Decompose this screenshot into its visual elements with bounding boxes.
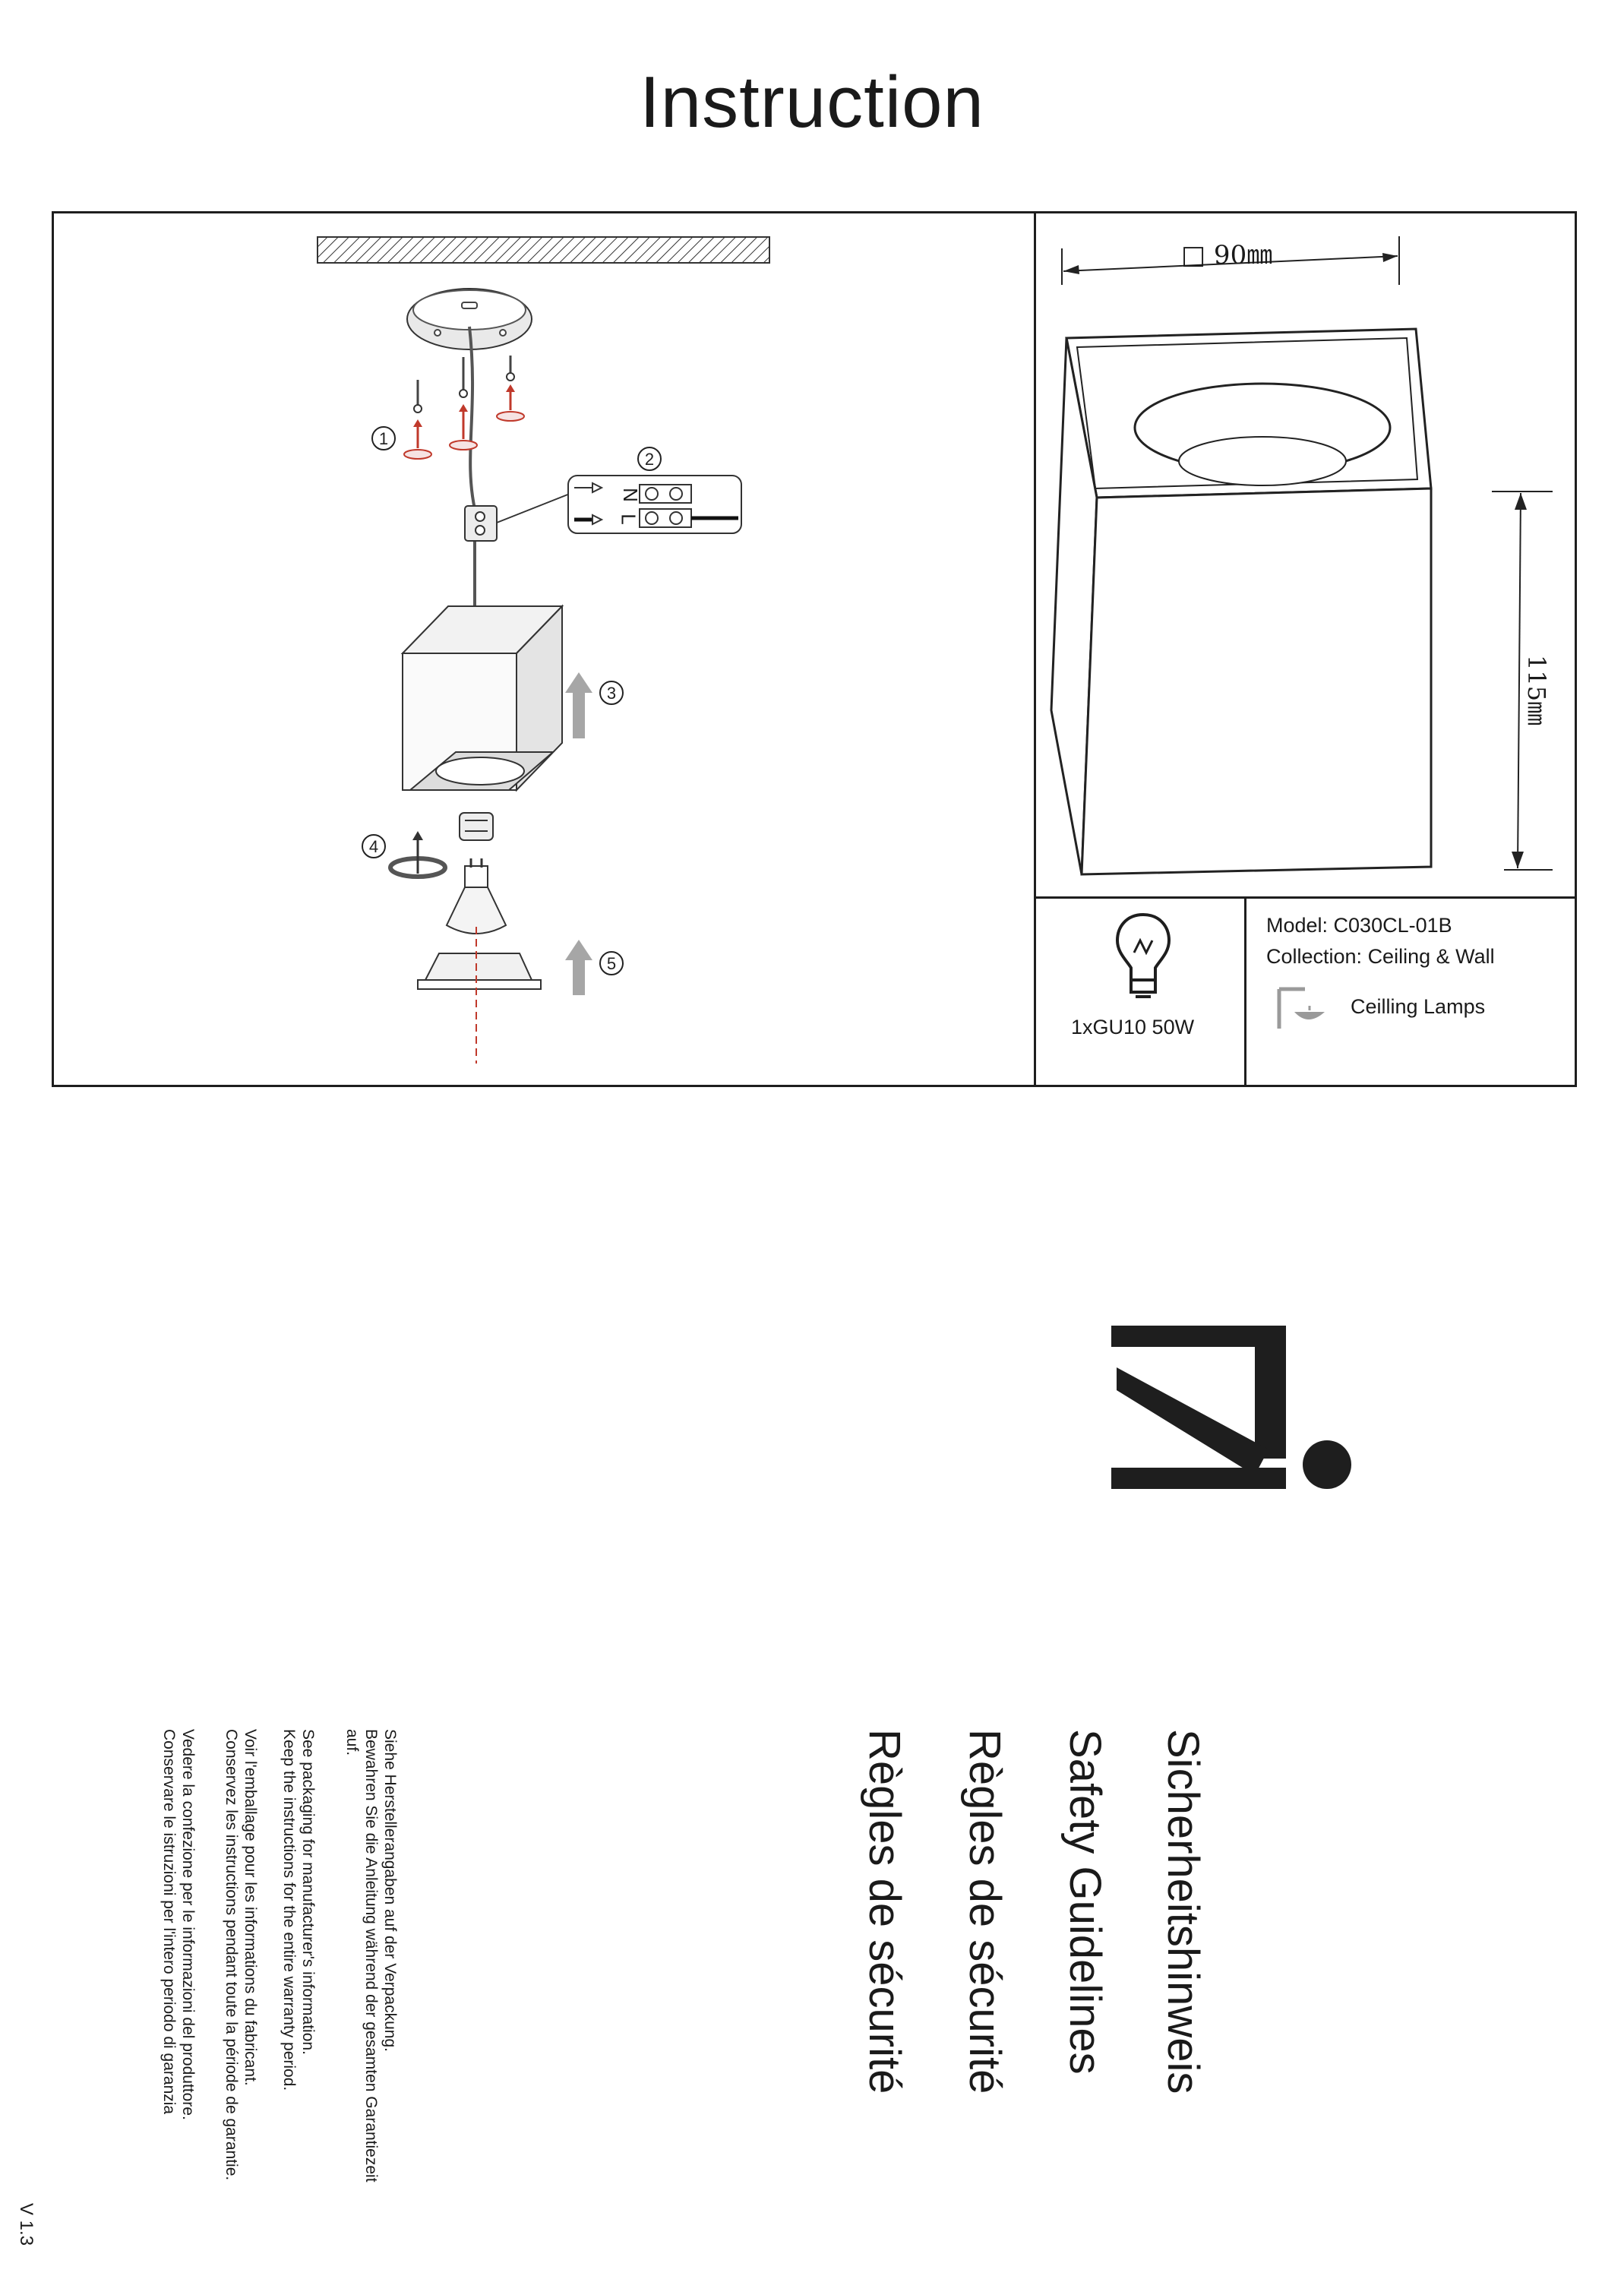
height-dimension-label: 115㎜ (1522, 655, 1551, 726)
gu10-bulb (445, 858, 507, 934)
divider-vertical-main (1034, 211, 1036, 1087)
step-3-arrow (565, 672, 592, 738)
lamp-body (400, 604, 564, 792)
safety-text-de-line-3: auf. (343, 1729, 361, 1756)
width-dimension-label: □ 90㎜ (1181, 240, 1273, 270)
safety-text-en-line-1: See packaging for manufacturer's informa… (299, 1729, 317, 2055)
safety-text-fr-line-1: Voir l'emballage pour les informations d… (242, 1729, 259, 2086)
terminal-label-n: N (618, 488, 642, 502)
safety-heading-fr: Règles de sécurité (960, 1729, 1009, 2094)
safety-heading-fr-2: Règles de sécurité (860, 1729, 909, 2094)
screws (403, 356, 525, 460)
divider-vertical-spec (1244, 896, 1246, 1087)
version-label: V 1.3 (16, 2203, 36, 2246)
lamp-holder (459, 812, 494, 841)
brand-logo (1111, 1326, 1351, 1489)
bezel-ring (417, 953, 542, 990)
terminal-block (464, 493, 570, 542)
ceiling-lamp-icon (1277, 987, 1325, 1029)
svg-text:3: 3 (607, 684, 616, 703)
svg-text:4: 4 (369, 837, 378, 856)
safety-text-it: Vedere la confezione per le informazioni… (160, 1729, 197, 2120)
power-cable (468, 326, 476, 623)
cube-front-face (1080, 487, 1433, 876)
safety-heading-de: Sicherheitshinweis (1158, 1729, 1208, 2094)
svg-text:1: 1 (379, 429, 388, 448)
model-text: Model: C030CL-01B (1266, 914, 1452, 937)
ceiling-hatch (317, 236, 770, 264)
collection-text: Collection: Ceiling & Wall (1266, 945, 1495, 968)
bulb-spec: 1xGU10 50W (1071, 1016, 1195, 1038)
step-4-rotate (388, 831, 447, 879)
safety-text-de: Siehe Herstellerangaben auf der Verpacku… (343, 1729, 400, 2183)
safety-text-de-line-1: Siehe Herstellerangaben auf der Verpacku… (381, 1729, 399, 2052)
svg-text:5: 5 (607, 954, 616, 973)
assembly-diagram: 1 2 3 (317, 236, 770, 1064)
terminal-label-l: L (617, 514, 640, 525)
wiring-callout (567, 475, 742, 534)
step-5-arrow (565, 940, 592, 995)
instruction-frame (52, 211, 1577, 1087)
divider-horizontal-spec (1034, 896, 1577, 899)
svg-text:2: 2 (645, 450, 654, 469)
category-text: Ceilling Lamps (1351, 995, 1486, 1018)
product-dimension-drawing (1050, 236, 1553, 876)
page-title: Instruction (640, 62, 984, 143)
safety-text-fr: Voir l'emballage pour les informations d… (222, 1729, 260, 2180)
bulb-icon (1115, 912, 1171, 998)
safety-text-de-line-2: Bewahren Sie die Anleitung während der g… (362, 1729, 380, 2183)
safety-heading-en: Safety Guidelines (1060, 1729, 1110, 2075)
safety-text-en-line-2: Keep the instructions for the entire war… (280, 1729, 298, 2091)
safety-text-en: See packaging for manufacturer's informa… (280, 1729, 318, 2091)
safety-text-it-line-1: Vedere la confezione per le informazioni… (179, 1729, 197, 2120)
safety-text-fr-line-2: Conservez les instructions pendant toute… (223, 1729, 240, 2181)
safety-text-it-line-2: Conservare le istruzioni per l'intero pe… (160, 1729, 178, 2115)
